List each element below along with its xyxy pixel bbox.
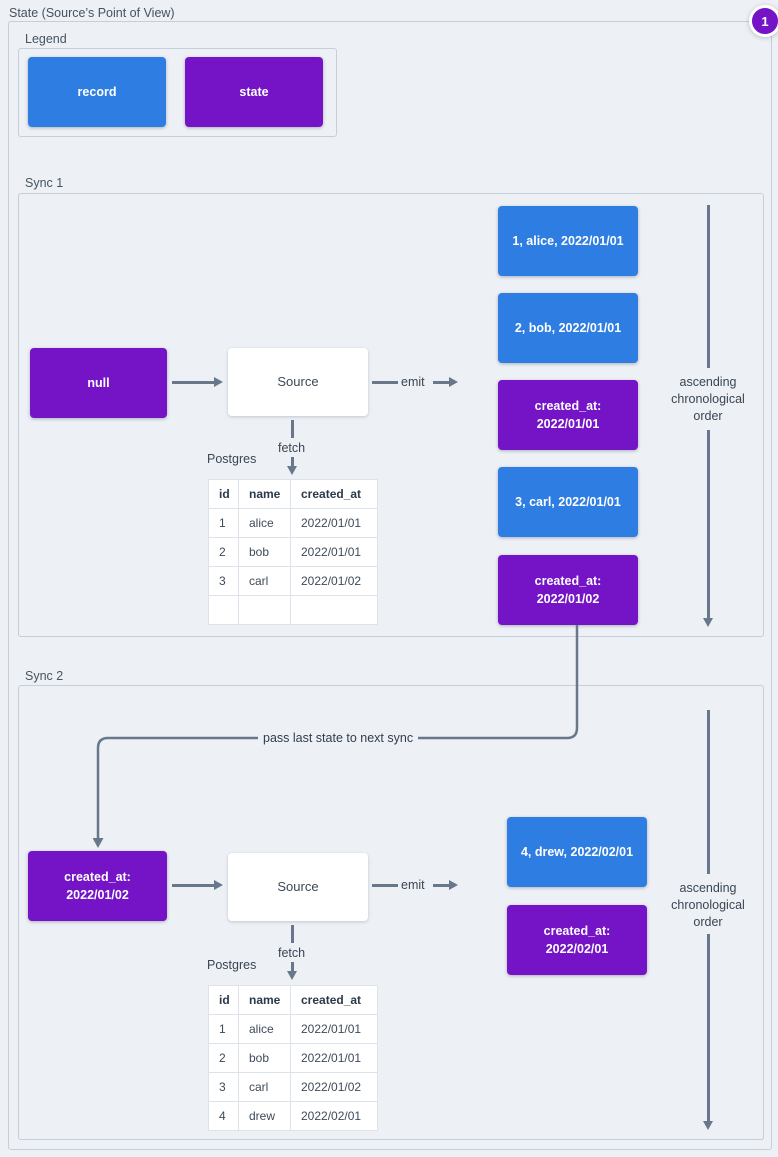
sync2-emit-label: emit	[401, 878, 425, 892]
sync1-emit-label: emit	[401, 375, 425, 389]
table-header-row: id name created_at	[208, 985, 378, 1015]
sync2-order-line-top	[707, 710, 710, 874]
sync2-input-state-box: created_at: 2022/01/02	[28, 851, 167, 921]
col-header-created-at: created_at	[290, 479, 378, 509]
sync2-fetch-line-bottom	[291, 962, 294, 971]
sync2-emit-line-left	[372, 884, 398, 887]
annotation-badge-1[interactable]: 1	[749, 5, 778, 37]
sync1-input-arrow-line	[172, 381, 214, 384]
table-header-row: id name created_at	[208, 479, 378, 509]
page-title: State (Source’s Point of View)	[8, 6, 183, 20]
sync1-order-line-bottom	[707, 430, 710, 618]
sync2-order-note: ascending chronological order	[671, 881, 745, 929]
legend-record-swatch: record	[28, 57, 166, 127]
sync1-source-box: Source	[228, 348, 368, 416]
pass-state-label: pass last state to next sync	[258, 731, 419, 745]
sync2-emit-line-right	[433, 884, 449, 887]
sync1-output-record-3: 3, carl, 2022/01/01	[498, 467, 638, 537]
sync1-label: Sync 1	[25, 176, 64, 190]
sync1-emit-line-left	[372, 381, 398, 384]
sync1-order-arrowhead-icon	[703, 618, 713, 627]
sync1-output-record-2: 2, bob, 2022/01/01	[498, 293, 638, 363]
sync1-output-state-1: created_at: 2022/01/01	[498, 380, 638, 450]
sync2-input-arrow-line	[172, 884, 214, 887]
sync1-db-label: Postgres	[207, 452, 257, 466]
sync2-order-arrowhead-icon	[703, 1121, 713, 1130]
legend-label: Legend	[25, 32, 67, 46]
sync1-fetch-label: fetch	[278, 441, 306, 455]
sync2-emit-arrowhead-icon	[449, 880, 458, 890]
sync2-output-record-1: 4, drew, 2022/02/01	[507, 817, 647, 887]
sync1-frame	[18, 193, 764, 637]
legend-frame	[18, 48, 337, 137]
col-header-id: id	[208, 479, 239, 509]
col-header-created-at: created_at	[290, 985, 378, 1015]
sync2-output-state-1: created_at: 2022/02/01	[507, 905, 647, 975]
sync1-order-line-top	[707, 205, 710, 368]
legend-state-swatch: state	[185, 57, 323, 127]
sync2-fetch-label: fetch	[278, 946, 306, 960]
table-row-empty	[208, 595, 378, 625]
state-pov-frame	[8, 21, 772, 1150]
sync1-output-record-1: 1, alice, 2022/01/01	[498, 206, 638, 276]
sync1-fetch-line-top	[291, 420, 294, 438]
sync2-label: Sync 2	[25, 669, 64, 683]
col-header-name: name	[238, 985, 291, 1015]
sync1-output-state-2: created_at: 2022/01/02	[498, 555, 638, 625]
col-header-name: name	[238, 479, 291, 509]
sync2-source-box: Source	[228, 853, 368, 921]
sync1-input-arrowhead-icon	[214, 377, 223, 387]
sync2-fetch-arrowhead-icon	[287, 971, 297, 980]
sync2-order-line-bottom	[707, 934, 710, 1121]
sync2-fetch-line-top	[291, 925, 294, 943]
col-header-id: id	[208, 985, 239, 1015]
sync1-fetch-line-bottom	[291, 457, 294, 466]
sync1-emit-line-right	[433, 381, 449, 384]
sync2-input-arrowhead-icon	[214, 880, 223, 890]
sync1-fetch-arrowhead-icon	[287, 466, 297, 475]
sync1-order-note: ascending chronological order	[671, 375, 745, 423]
connector-arrowhead-icon	[93, 838, 104, 848]
sync2-db-label: Postgres	[207, 958, 257, 972]
sync1-input-state-box: null	[30, 348, 167, 418]
sync1-emit-arrowhead-icon	[449, 377, 458, 387]
sync2-frame	[18, 685, 764, 1140]
